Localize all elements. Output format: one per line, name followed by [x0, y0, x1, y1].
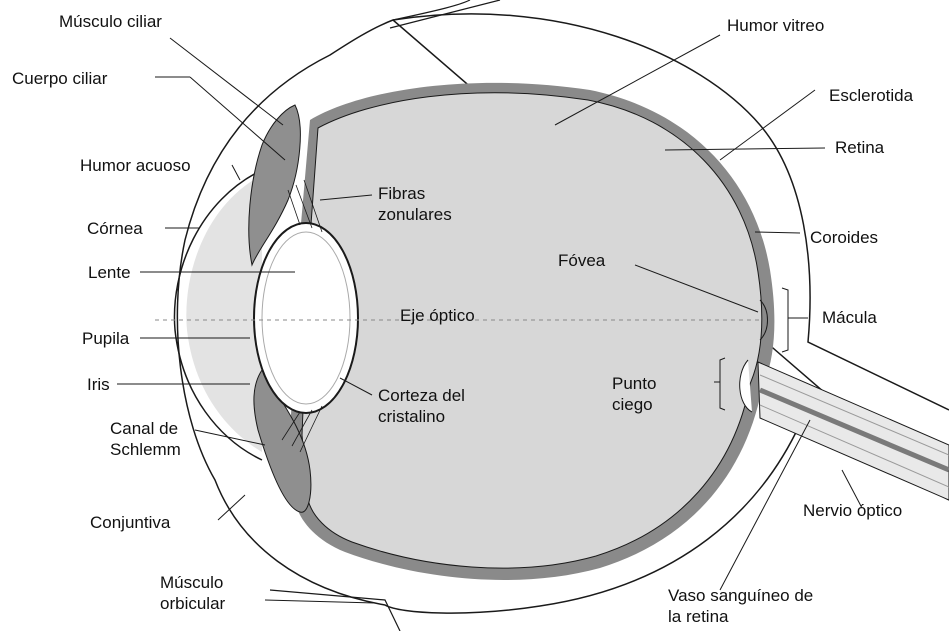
vitreous-body: [302, 93, 762, 568]
label-corteza-cristalino: Corteza del cristalino: [378, 385, 465, 427]
label-cuerpo-ciliar-text: Cuerpo ciliar: [12, 68, 107, 89]
label-coroides: Coroides: [810, 227, 878, 248]
label-conjuntiva-text: Conjuntiva: [90, 512, 170, 533]
label-musculo-ciliar-text: Músculo ciliar: [59, 11, 162, 32]
label-punto-ciego: Punto ciego: [612, 373, 656, 415]
label-fovea: Fóvea: [558, 250, 605, 271]
label-corteza-line2: cristalino: [378, 406, 465, 427]
label-canal-schlemm: Canal de Schlemm: [110, 418, 181, 460]
label-humor-vitreo: Humor vitreo: [727, 15, 824, 36]
label-fovea-text: Fóvea: [558, 250, 605, 271]
label-musculo-orbicular: Músculo orbicular: [160, 572, 225, 614]
label-conjuntiva: Conjuntiva: [90, 512, 170, 533]
label-eje-optico: Eje óptico: [400, 305, 475, 326]
label-macula-text: Mácula: [822, 307, 877, 328]
label-cuerpo-ciliar: Cuerpo ciliar: [12, 68, 107, 89]
label-fibras-zonulares: Fibras zonulares: [378, 183, 452, 225]
lens-cortex: [262, 232, 350, 404]
label-lente: Lente: [88, 262, 131, 283]
label-esclerotida-text: Esclerotida: [829, 85, 913, 106]
label-musculo-ciliar: Músculo ciliar: [59, 11, 162, 32]
label-nervio-optico: Nervio óptico: [803, 500, 902, 521]
label-pupila: Pupila: [82, 328, 129, 349]
label-punto-ciego-line1: Punto: [612, 373, 656, 394]
label-macula: Mácula: [822, 307, 877, 328]
label-retina-text: Retina: [835, 137, 884, 158]
label-iris-text: Iris: [87, 374, 110, 395]
label-canal-schlemm-line1: Canal de: [110, 418, 181, 439]
label-musculo-orbicular-line2: orbicular: [160, 593, 225, 614]
label-humor-acuoso-text: Humor acuoso: [80, 155, 191, 176]
label-esclerotida: Esclerotida: [829, 85, 913, 106]
label-pupila-text: Pupila: [82, 328, 129, 349]
label-cornea-text: Córnea: [87, 218, 143, 239]
label-humor-acuoso: Humor acuoso: [80, 155, 191, 176]
label-vaso-sanguineo: Vaso sanguíneo de la retina: [668, 585, 813, 627]
label-lente-text: Lente: [88, 262, 131, 283]
label-eje-optico-text: Eje óptico: [400, 305, 475, 326]
label-canal-schlemm-line2: Schlemm: [110, 439, 181, 460]
label-iris: Iris: [87, 374, 110, 395]
label-retina: Retina: [835, 137, 884, 158]
label-vaso-line1: Vaso sanguíneo de: [668, 585, 813, 606]
label-coroides-text: Coroides: [810, 227, 878, 248]
label-vaso-line2: la retina: [668, 606, 813, 627]
label-punto-ciego-line2: ciego: [612, 394, 656, 415]
label-humor-vitreo-text: Humor vitreo: [727, 15, 824, 36]
label-fibras-zonulares-line1: Fibras: [378, 183, 452, 204]
label-cornea: Córnea: [87, 218, 143, 239]
label-nervio-optico-text: Nervio óptico: [803, 500, 902, 521]
label-musculo-orbicular-line1: Músculo: [160, 572, 225, 593]
label-fibras-zonulares-line2: zonulares: [378, 204, 452, 225]
label-corteza-line1: Corteza del: [378, 385, 465, 406]
